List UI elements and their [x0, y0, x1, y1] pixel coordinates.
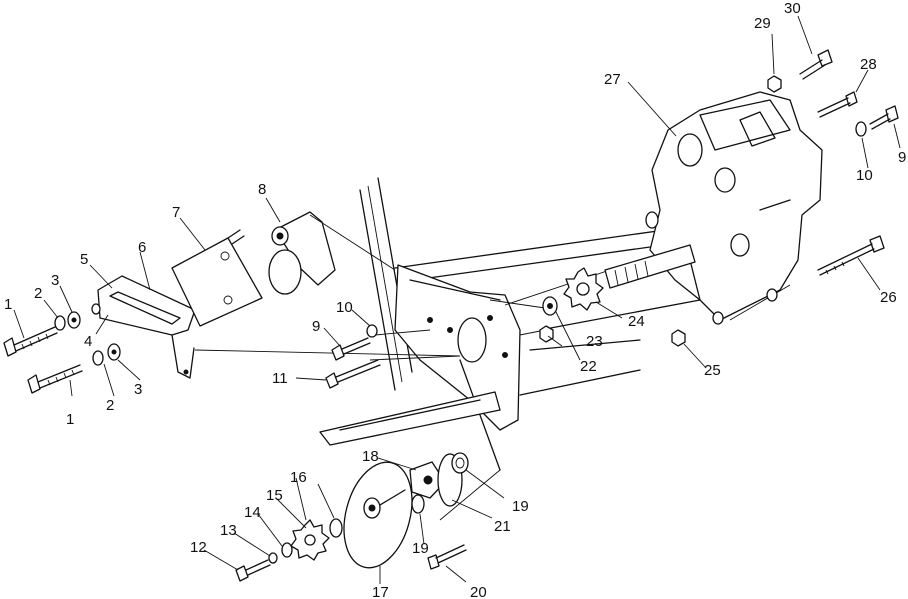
bolt-part-11 [325, 359, 381, 389]
washer-part-19-upper [451, 452, 469, 474]
bolt-part-30 [799, 49, 833, 80]
frame-rails [359, 177, 701, 396]
callout-6: 6 [138, 239, 146, 256]
callout-11: 11 [272, 370, 288, 387]
bolt-part-1-upper [3, 326, 58, 357]
callout-29: 29 [754, 15, 771, 32]
callout-24: 24 [628, 313, 645, 330]
callout-15: 15 [266, 487, 283, 504]
washer-part-16 [329, 518, 343, 538]
gear-case-part-27 [645, 91, 823, 325]
callout-19-right: 19 [512, 498, 529, 515]
bolt-part-9-left [331, 324, 378, 361]
callout-10-right: 10 [856, 167, 873, 184]
callout-labels: 1 1 2 2 3 3 4 5 6 7 8 9 9 10 10 11 12 13… [4, 0, 906, 599]
callout-21: 21 [494, 518, 511, 535]
washer-part-19-lower [411, 494, 425, 514]
callout-16: 16 [290, 469, 307, 486]
callout-20: 20 [470, 584, 487, 599]
nut-part-25 [671, 329, 686, 347]
callout-22: 22 [580, 358, 597, 375]
bolt-part-28 [817, 91, 858, 118]
callout-3-lower: 3 [134, 381, 142, 398]
sprocket-part-15 [290, 519, 330, 561]
callout-9-right: 9 [898, 149, 906, 166]
callout-26: 26 [880, 289, 897, 306]
bolt-part-20 [427, 544, 467, 570]
washer-part-14 [281, 542, 293, 558]
callout-1-upper: 1 [4, 296, 12, 313]
bracket-part-5-6 [97, 275, 196, 379]
nut-part-22 [539, 325, 554, 343]
nut-part-29 [767, 75, 782, 93]
callout-12: 12 [190, 539, 207, 556]
input-shaft [604, 244, 696, 289]
callout-17: 17 [372, 584, 389, 599]
callout-9-left: 9 [312, 318, 320, 335]
callout-25: 25 [704, 362, 721, 379]
sprocket-part-24 [563, 267, 604, 311]
bearing-block-part-8 [268, 211, 336, 295]
callout-4: 4 [84, 333, 92, 350]
callout-2-upper: 2 [34, 285, 42, 302]
chain-guide [319, 391, 501, 446]
callout-19-lower: 19 [412, 540, 429, 557]
callout-10-left: 10 [336, 299, 353, 316]
callout-8: 8 [258, 181, 266, 198]
callout-1-lower: 1 [66, 411, 74, 428]
washer-part-13 [268, 552, 278, 564]
washers-part-2-3 [54, 303, 121, 366]
callout-7: 7 [172, 204, 180, 221]
mounting-plate [394, 264, 521, 471]
callout-2-lower: 2 [106, 397, 114, 414]
bolt-part-9-right [855, 105, 899, 137]
bolt-part-26 [817, 235, 885, 276]
plate-part-7 [171, 229, 263, 327]
bolt-part-1-lower [27, 364, 83, 394]
callout-27: 27 [604, 71, 621, 88]
callout-23: 23 [586, 333, 603, 350]
callout-5: 5 [80, 251, 88, 268]
callout-3-upper: 3 [51, 272, 59, 289]
washer-part-23 [542, 296, 558, 316]
bolt-part-12 [235, 559, 271, 582]
callout-leaders [13, 15, 901, 584]
brake-disc-part-17 [343, 461, 413, 569]
callout-14: 14 [244, 504, 261, 521]
callout-13: 13 [220, 522, 237, 539]
callout-30: 30 [784, 0, 801, 17]
callout-28: 28 [860, 56, 877, 73]
callout-18: 18 [362, 448, 379, 465]
